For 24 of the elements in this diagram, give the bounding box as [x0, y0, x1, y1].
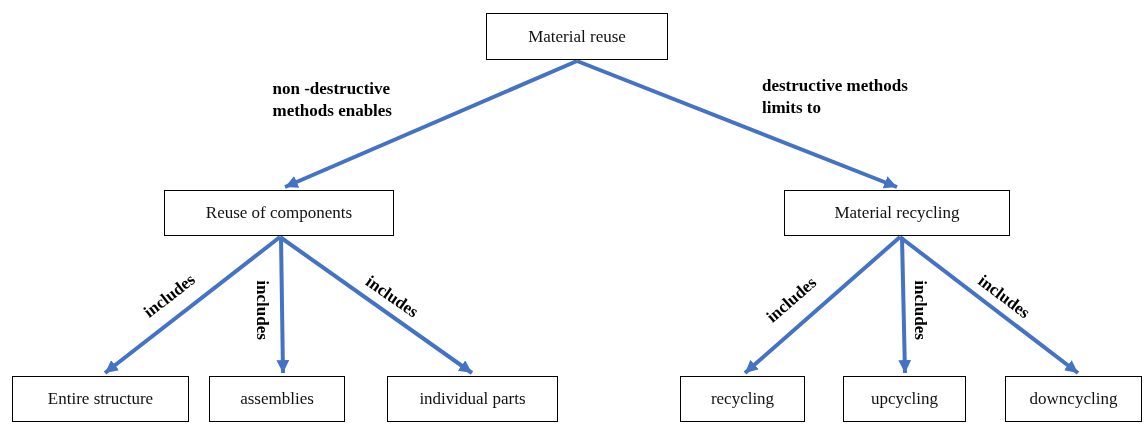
arrow	[898, 235, 1080, 375]
node-label: individual parts	[419, 389, 526, 409]
concept-box	[784, 190, 1010, 236]
concept-box	[1005, 376, 1142, 422]
arrow	[743, 235, 902, 375]
concept-box	[209, 376, 345, 422]
concept-box	[12, 376, 189, 422]
concept-box	[843, 376, 966, 422]
node-label: upcycling	[870, 389, 938, 409]
node-label: Material recycling	[834, 203, 960, 223]
concept-box	[486, 13, 668, 60]
concept-box	[680, 376, 805, 422]
arrow	[576, 59, 898, 189]
concept-box	[387, 376, 558, 422]
node-label: downcycling	[1029, 389, 1118, 409]
node-label: Entire structure	[47, 389, 154, 409]
node-label: recycling	[710, 389, 775, 409]
node-label: assemblies	[240, 389, 314, 409]
arrow	[103, 235, 282, 375]
arrow	[284, 59, 578, 189]
node-label: Reuse of components	[205, 203, 353, 223]
node-label: Material reuse	[528, 26, 626, 47]
concept-box	[164, 190, 394, 236]
arrow	[276, 236, 290, 374]
